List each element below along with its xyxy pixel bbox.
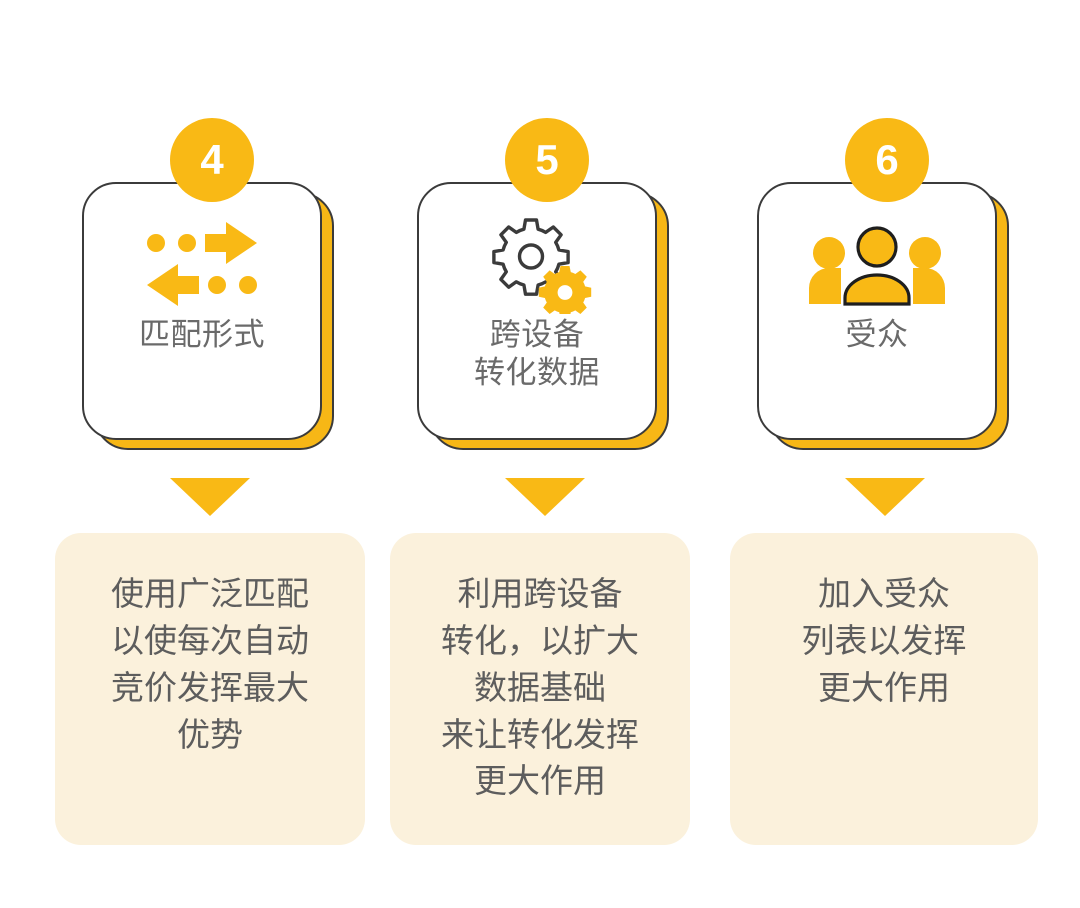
step-column-3: 受众 6 加入受众 列表以发挥 更大作用 xyxy=(730,0,1040,908)
two-way-arrows-icon xyxy=(143,218,261,310)
description-box-1: 使用广泛匹配 以使每次自动 竞价发挥最大 优势 xyxy=(55,533,365,845)
step-badge-3: 6 xyxy=(845,118,929,202)
audience-people-icon xyxy=(807,220,947,308)
step-card-1[interactable]: 匹配形式 xyxy=(82,182,322,440)
description-text-3: 加入受众 列表以发挥 更大作用 xyxy=(801,575,967,706)
small-gear-icon xyxy=(538,266,592,314)
flow-arrow-2 xyxy=(505,478,585,516)
flow-arrow-1 xyxy=(170,478,250,516)
step-column-2: 跨设备 转化数据 5 利用跨设备 转化，以扩大 数据基础 来让转化发挥 更大作用 xyxy=(390,0,700,908)
icon-container-1 xyxy=(84,218,320,310)
description-text-2: 利用跨设备 转化，以扩大 数据基础 来让转化发挥 更大作用 xyxy=(441,575,639,800)
step-badge-2: 5 xyxy=(505,118,589,202)
step-badge-1: 4 xyxy=(170,118,254,202)
large-gear-icon xyxy=(492,218,570,296)
icon-container-3 xyxy=(759,218,995,310)
description-box-2: 利用跨设备 转化，以扩大 数据基础 来让转化发挥 更大作用 xyxy=(390,533,690,845)
description-text-1: 使用广泛匹配 以使每次自动 竞价发挥最大 优势 xyxy=(111,575,309,753)
step-card-2[interactable]: 跨设备 转化数据 xyxy=(417,182,657,440)
step-card-group-3: 受众 6 xyxy=(757,118,1013,458)
gears-icon xyxy=(481,214,593,314)
icon-container-2 xyxy=(419,218,655,314)
step-card-3[interactable]: 受众 xyxy=(757,182,997,440)
step-column-1: 匹配形式 4 使用广泛匹配 以使每次自动 竞价发挥最大 优势 xyxy=(55,0,365,908)
card-title-2: 跨设备 转化数据 xyxy=(474,317,600,390)
step-card-group-2: 跨设备 转化数据 5 xyxy=(417,118,673,458)
description-box-3: 加入受众 列表以发挥 更大作用 xyxy=(730,533,1038,845)
flow-arrow-3 xyxy=(845,478,925,516)
card-title-1: 匹配形式 xyxy=(139,317,265,352)
card-title-3: 受众 xyxy=(845,317,909,352)
step-card-group-1: 匹配形式 4 xyxy=(82,118,338,458)
